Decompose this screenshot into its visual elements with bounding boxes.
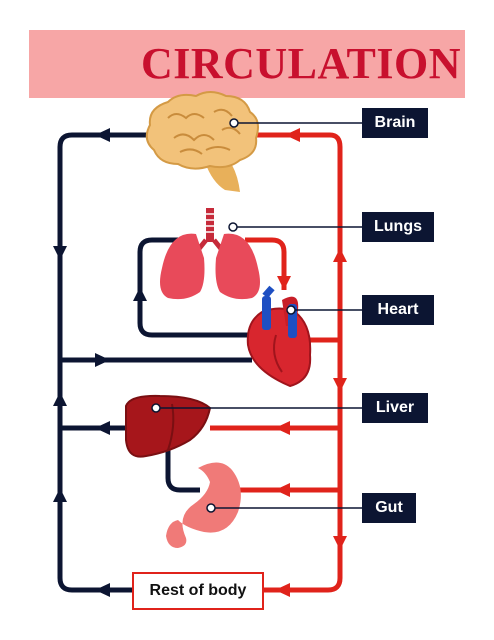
- arrow: [95, 421, 110, 435]
- lungs-icon: [160, 208, 260, 300]
- aorta: [245, 132, 343, 593]
- arrow: [333, 248, 347, 262]
- arrow: [333, 536, 347, 550]
- leader-lines: [151, 118, 362, 513]
- lungs-label: Lungs: [362, 212, 434, 242]
- gut-label: Gut: [362, 493, 416, 523]
- title-banner: CIRCULATION: [29, 30, 465, 98]
- arrow: [285, 128, 300, 142]
- arrow: [333, 378, 347, 392]
- rest-of-body-label: Rest of body: [132, 572, 264, 610]
- brain-label: Brain: [362, 108, 428, 138]
- deoxygenated-arrows: [53, 128, 147, 597]
- page-title: CIRCULATION: [140, 39, 461, 88]
- arrow: [95, 583, 110, 597]
- liver-icon: [125, 394, 212, 458]
- brain-icon: [145, 91, 259, 192]
- arrow: [275, 421, 290, 435]
- portal-vein: [165, 440, 200, 493]
- arrow: [95, 353, 110, 367]
- heart-label: Heart: [362, 295, 434, 325]
- deoxygenated-vessels: [57, 132, 260, 593]
- arrow: [275, 583, 290, 597]
- arrow: [275, 483, 290, 497]
- arrow: [53, 488, 67, 502]
- stomach-icon: [166, 462, 241, 548]
- liver-label: Liver: [362, 393, 428, 423]
- arrow: [95, 128, 110, 142]
- oxygenated-arrows: [275, 128, 347, 597]
- arrow: [277, 276, 291, 290]
- arrow: [53, 392, 67, 406]
- pulmonary-vein: [245, 237, 287, 290]
- arrow: [133, 287, 147, 301]
- arrow: [53, 246, 67, 260]
- heart-icon: [246, 285, 312, 388]
